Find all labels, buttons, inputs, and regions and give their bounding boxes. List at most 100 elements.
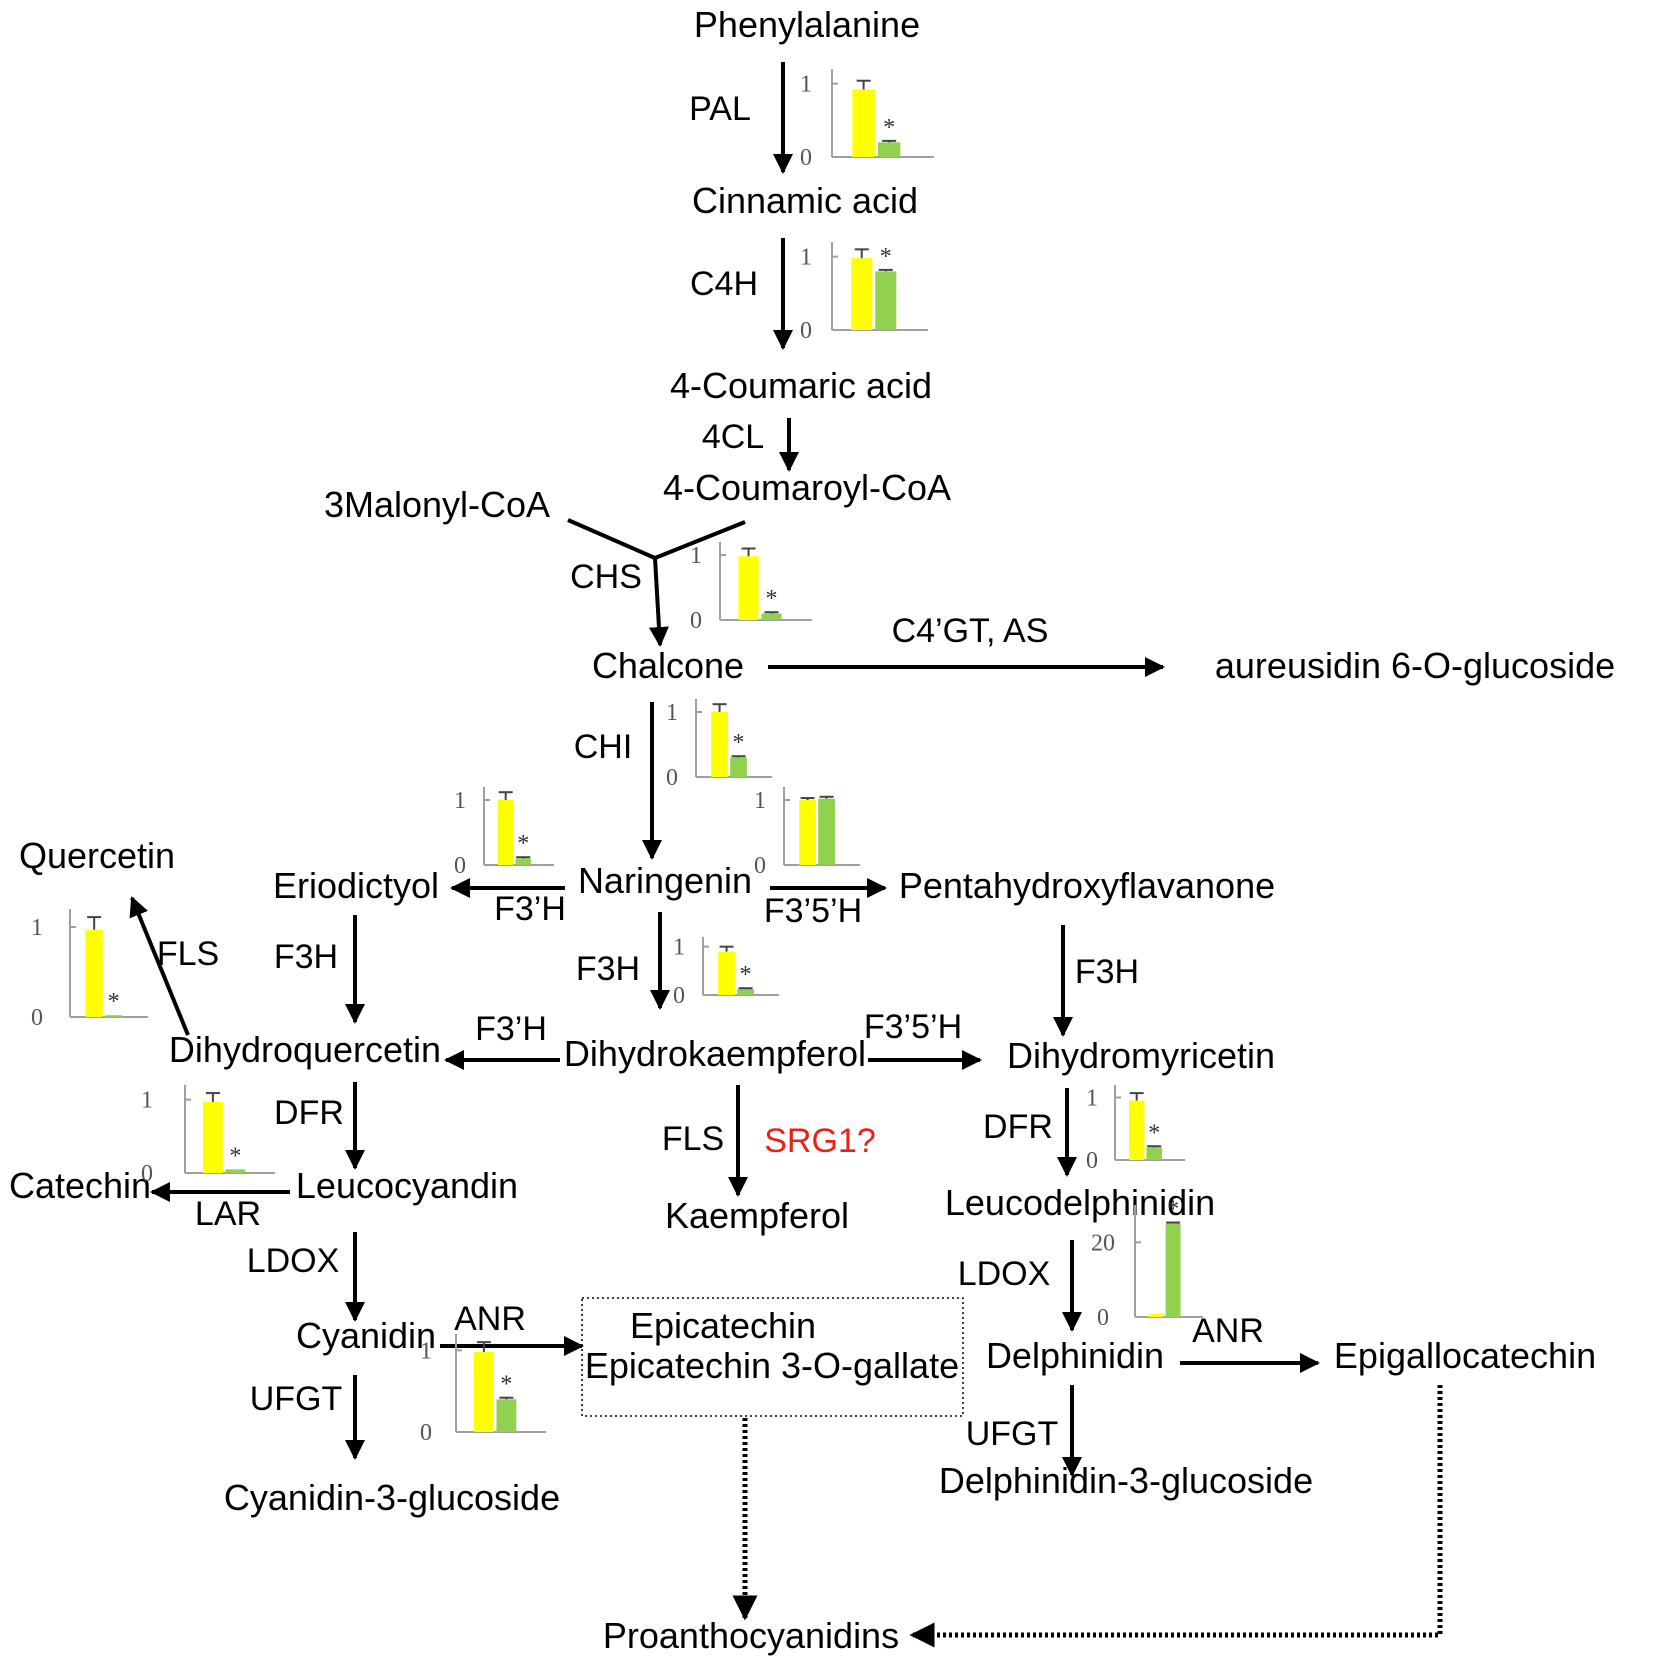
mini-chart-f3-5-h: 01 — [754, 787, 860, 879]
mini-chart-pal: 01* — [800, 69, 934, 171]
metab-aureusidin-6-o-glucoside: aureusidin 6-O-glucoside — [1215, 645, 1615, 686]
mini-chart-f3-h: 0 1 * — [454, 787, 554, 879]
mini-chart-f3h: 0 1 * — [673, 935, 779, 1009]
bar-treatment — [496, 1399, 517, 1432]
significance-star: * — [883, 115, 895, 141]
tick-label: 20 — [1091, 1230, 1115, 1256]
significance-star: * — [766, 586, 778, 612]
significance-star: * — [517, 831, 529, 857]
tick-label: 0 — [800, 318, 812, 344]
tick-label: 0 — [141, 1161, 153, 1187]
enzyme-ufgt-right: UFGT — [966, 1415, 1059, 1453]
metab-leucocyandin: Leucocyandin — [296, 1165, 518, 1206]
mini-chart-chs: 0 1 * — [690, 542, 812, 634]
significance-star: * — [229, 1143, 241, 1169]
enzyme-chs: CHS — [570, 558, 642, 596]
tick-label: 1 — [754, 788, 766, 814]
metab-quercetin: Quercetin — [19, 835, 175, 876]
metab-pentahydroxyflavanone: Pentahydroxyflavanone — [899, 865, 1275, 906]
metab-cyanidin-3-glucoside: Cyanidin-3-glucoside — [224, 1477, 560, 1518]
arrow-chs-to-chalcone — [648, 557, 669, 647]
bar-treatment — [1146, 1147, 1162, 1160]
enzyme-dfr-right: DFR — [983, 1108, 1053, 1146]
tick-label: 0 — [690, 608, 702, 634]
tick-label: 0 — [666, 765, 678, 791]
bar-treatment — [875, 271, 897, 330]
bar-control — [799, 800, 816, 865]
tick-label: 1 — [673, 935, 685, 961]
enzyme-f3prime5prime-h-dihydrokaempferol: F3’5’H — [864, 1008, 962, 1046]
metab-3malonyl-coa: 3Malonyl-CoA — [324, 484, 550, 525]
enzyme-f3h-naringenin: F3H — [576, 950, 640, 988]
enzyme-ufgt-left: UFGT — [250, 1380, 343, 1418]
bar-control — [203, 1101, 223, 1173]
tick-label: 1 — [800, 245, 812, 271]
bar-control — [851, 258, 873, 330]
bar-control — [718, 951, 735, 995]
metab-eriodictyol: Eriodictyol — [273, 865, 439, 906]
dotted-epigallocatechin-to-proantho — [909, 1385, 1443, 1648]
mini-chart-anr: 01* — [420, 1334, 546, 1446]
tick-label: 0 — [454, 853, 466, 879]
metab-delphinidin-3-glucoside: Delphinidin-3-glucoside — [939, 1460, 1313, 1501]
tick-label: 1 — [420, 1338, 432, 1364]
bar-treatment — [877, 142, 901, 157]
metab-epicatechin: Epicatechin — [630, 1305, 816, 1346]
significance-star: * — [880, 244, 892, 270]
enzyme-anr-left: ANR — [454, 1300, 526, 1338]
metab-4-coumaric-acid: 4-Coumaric acid — [670, 365, 932, 406]
arrow-dihydroquercetin-to-quercetin — [129, 896, 190, 1036]
bar-treatment — [105, 1015, 123, 1017]
metab-delphinidin: Delphinidin — [986, 1335, 1164, 1376]
enzyme-dfr-left: DFR — [274, 1094, 344, 1132]
tick-label: 1 — [666, 700, 678, 726]
metab-cyanidin: Cyanidin — [296, 1315, 436, 1356]
enzyme-chi: CHI — [574, 728, 633, 766]
bar-control — [738, 556, 759, 620]
metab-epigallocatechin: Epigallocatechin — [1334, 1335, 1596, 1376]
enzyme-f3prime-h-dihydrokaempferol: F3’H — [475, 1010, 547, 1048]
bar-treatment — [737, 989, 754, 995]
bar-control — [711, 712, 728, 777]
enzyme-c4h: C4H — [690, 265, 758, 303]
significance-star: * — [1148, 1120, 1160, 1146]
significance-star: * — [733, 730, 745, 756]
enzyme-ldox-right: LDOX — [958, 1255, 1051, 1293]
tick-label: 0 — [673, 983, 685, 1009]
mini-chart-dfr-right: 01* — [1086, 1085, 1185, 1174]
tick-label: 1 — [690, 543, 702, 569]
tick-label: 1 — [141, 1088, 153, 1114]
bar-control — [498, 800, 514, 865]
bar-treatment — [225, 1169, 246, 1173]
bar-control — [1148, 1314, 1164, 1317]
bar-treatment — [818, 798, 835, 865]
enzyme-anr-right: ANR — [1192, 1312, 1264, 1350]
metab-leucodelphinidin: Leucodelphinidin — [945, 1182, 1215, 1223]
mini-chart-fls: 01* — [31, 909, 148, 1031]
metab-dihydromyricetin: Dihydromyricetin — [1007, 1035, 1275, 1076]
bar-control — [1129, 1100, 1145, 1160]
enzyme-f3h-eriodictyol: F3H — [274, 938, 338, 976]
metab-proanthocyanidins: Proanthocyanidins — [603, 1615, 899, 1656]
line-coumaroyl-to-junction — [654, 520, 746, 560]
metab-epicatechin-3-o-gallate: Epicatechin 3-O-gallate — [585, 1345, 959, 1386]
bar-treatment — [730, 757, 747, 777]
bar-treatment — [515, 858, 531, 865]
tick-label: 0 — [1086, 1148, 1098, 1174]
bar-treatment — [1165, 1223, 1181, 1317]
tick-label: 0 — [31, 1005, 43, 1031]
bar-control — [85, 929, 103, 1017]
enzyme-4cl: 4CL — [702, 418, 764, 456]
enzyme-fls-kaempferol: FLS — [662, 1120, 724, 1158]
metab-4-coumaroyl-coa: 4-Coumaroyl-CoA — [663, 467, 951, 508]
metab-naringenin: Naringenin — [578, 860, 752, 901]
enzyme-srg1-candidate: SRG1? — [764, 1122, 876, 1160]
significance-star: * — [1167, 1197, 1179, 1223]
tick-label: 1 — [454, 788, 466, 814]
metab-cinnamic-acid: Cinnamic acid — [692, 180, 918, 221]
tick-label: 1 — [31, 915, 43, 941]
significance-star: * — [740, 962, 752, 988]
